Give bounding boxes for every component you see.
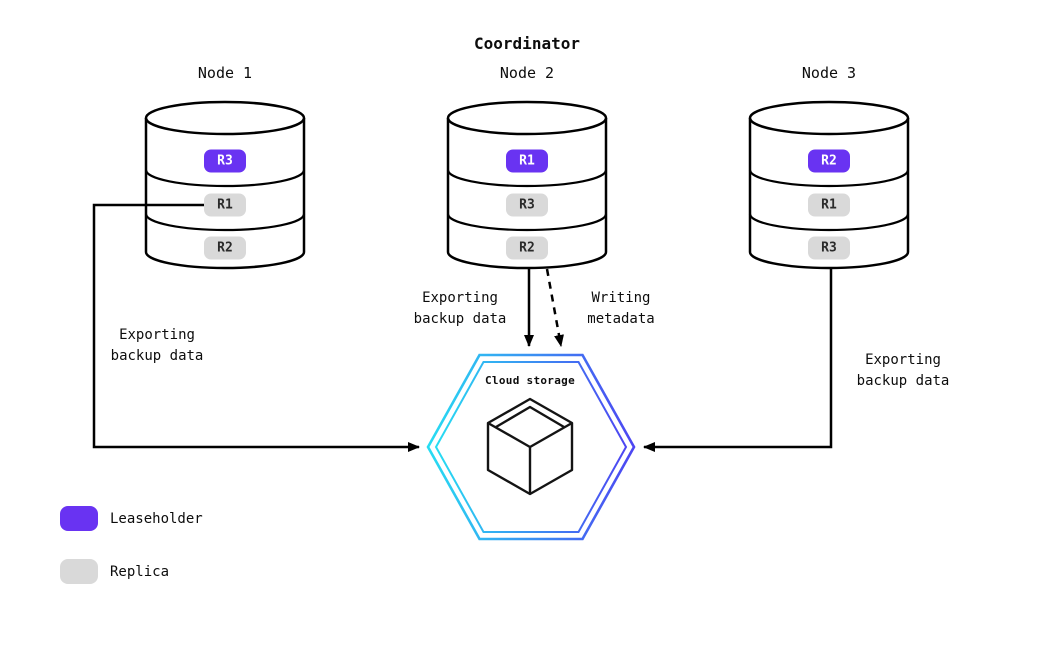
leaseholder-legend-label: Leaseholder — [110, 511, 203, 527]
range-badge-node2-replica2: R2 — [506, 236, 548, 260]
node3-label: Node 3 — [801, 63, 857, 82]
diagram-title: Coordinator — [474, 34, 580, 53]
node3-export-label: Exporting backup data — [856, 352, 950, 389]
range-badge-node1-leaseholder: R3 — [204, 149, 246, 173]
range-badge-node2-leaseholder: R1 — [506, 149, 548, 173]
range-badge-node1-replica2: R2 — [204, 236, 246, 260]
replica-legend-label: Replica — [110, 564, 170, 580]
leaseholder-swatch — [60, 506, 98, 531]
range-badge-node3-leaseholder: R2 — [808, 149, 850, 173]
cloud-storage-label: Cloud storage — [485, 373, 575, 387]
replica-swatch — [60, 559, 98, 584]
range-badge-node3-replica2: R3 — [808, 236, 850, 260]
node3-export-arrow — [643, 267, 833, 452]
node3-database-cylinder — [748, 100, 910, 270]
node2-metadata-label: Writing metadata — [587, 290, 655, 327]
node2-metadata-arrow — [545, 268, 564, 347]
range-badge-node3-replica1: R1 — [808, 193, 850, 217]
node1-label: Node 1 — [197, 63, 253, 82]
node2-export-label: Exporting backup data — [413, 290, 507, 327]
storage-cube-icon — [486, 397, 574, 496]
node2-database-cylinder — [446, 100, 608, 270]
cloud-storage-hexagon — [426, 353, 636, 541]
range-badge-node2-replica1: R3 — [506, 193, 548, 217]
node1-export-label: Exporting backup data — [110, 327, 204, 364]
node1-database-cylinder — [144, 100, 306, 270]
node1-export-arrow — [92, 203, 420, 452]
node2-label: Node 2 — [499, 63, 555, 82]
range-badge-node1-replica1: R1 — [204, 193, 246, 217]
